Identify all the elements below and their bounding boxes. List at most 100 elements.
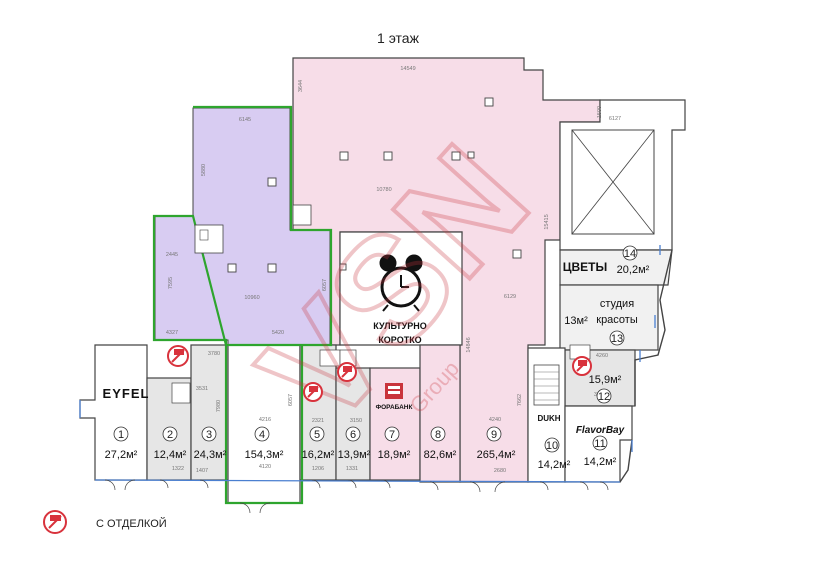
- svg-text:3780: 3780: [208, 351, 220, 357]
- unit-label-11: 11 14,2м²: [584, 435, 617, 468]
- svg-text:5880: 5880: [201, 164, 207, 176]
- brand-tsvety: ЦВЕТЫ: [563, 260, 608, 274]
- svg-text:15415: 15415: [544, 214, 550, 229]
- svg-text:10: 10: [546, 440, 558, 452]
- unit-6-area[interactable]: [335, 367, 371, 481]
- svg-text:11: 11: [594, 438, 605, 450]
- svg-text:2: 2: [167, 429, 173, 441]
- svg-text:5: 5: [314, 429, 320, 441]
- svg-text:1407: 1407: [196, 468, 208, 474]
- svg-text:6057: 6057: [288, 394, 294, 406]
- svg-text:4120: 4120: [259, 464, 271, 470]
- svg-text:14,2м²: 14,2м²: [584, 456, 617, 468]
- unit-8-area[interactable]: [419, 344, 461, 483]
- east-wall: [634, 249, 673, 406]
- columns: [227, 97, 522, 273]
- svg-text:4327: 4327: [166, 330, 178, 336]
- east-wall-lower: [619, 439, 633, 483]
- svg-text:6127: 6127: [609, 116, 621, 122]
- svg-text:3: 3: [206, 429, 212, 441]
- svg-text:16,2м²: 16,2м²: [302, 449, 335, 461]
- svg-text:6145: 6145: [239, 117, 251, 123]
- unit-label-8: 8 82,6м²: [424, 426, 457, 461]
- svg-text:10960: 10960: [244, 295, 259, 301]
- unit-3-area[interactable]: [190, 344, 229, 481]
- brand-forabank-logo: [385, 383, 403, 399]
- legend-label: С ОТДЕЛКОЙ: [96, 517, 167, 530]
- svg-text:82,6м²: 82,6м²: [424, 449, 457, 461]
- svg-text:18,9м²: 18,9м²: [378, 449, 411, 461]
- svg-text:1206: 1206: [312, 466, 324, 472]
- svg-text:3531: 3531: [196, 386, 208, 392]
- wc-unit-4: [194, 204, 312, 254]
- unit-label-14: 14 20,2м²: [617, 245, 650, 276]
- kulturno-line2: КОРОТКО: [378, 335, 421, 345]
- unit-label-1: 1 27,2м²: [105, 426, 138, 461]
- svg-text:14846: 14846: [466, 337, 472, 352]
- unit-8-white-block: [339, 231, 463, 346]
- svg-text:2680: 2680: [494, 468, 506, 474]
- elevator-shaft: [571, 129, 655, 235]
- unit-label-7: 7 18,9м²: [378, 426, 411, 461]
- svg-text:1: 1: [118, 429, 124, 441]
- unit-13-area[interactable]: [559, 284, 659, 351]
- svg-text:6129: 6129: [504, 294, 516, 300]
- svg-text:1322: 1322: [172, 466, 184, 472]
- svg-text:10780: 10780: [376, 187, 391, 193]
- svg-text:7662: 7662: [517, 394, 523, 406]
- svg-text:1500: 1500: [597, 106, 603, 118]
- unit-label-12: 12 15,9м²: [589, 374, 622, 404]
- wc-units-bottom: [171, 344, 591, 404]
- kulturno-line1: КУЛЬТУРНО: [373, 321, 426, 331]
- svg-text:1331: 1331: [346, 466, 358, 472]
- svg-text:13м²: 13м²: [564, 315, 588, 327]
- svg-text:24,3м²: 24,3м²: [194, 449, 227, 461]
- svg-text:4260: 4260: [596, 353, 608, 359]
- unit-label-5: 5 16,2м²: [302, 426, 335, 461]
- svg-text:12,4м²: 12,4м²: [154, 449, 187, 461]
- finish-badge-3: [167, 345, 189, 367]
- finish-badge-5: [303, 382, 323, 402]
- door-swings: [104, 479, 609, 514]
- unit-label-4: 4 154,3м²: [245, 426, 284, 461]
- unit-label-6: 6 13,9м²: [338, 426, 371, 461]
- svg-text:7595: 7595: [168, 277, 174, 289]
- svg-text:20,2м²: 20,2м²: [617, 264, 650, 276]
- brand-flavorbay: FlavorBay: [576, 425, 625, 436]
- svg-text:15,9м²: 15,9м²: [589, 374, 622, 386]
- svg-text:27,2м²: 27,2м²: [105, 449, 138, 461]
- svg-text:12: 12: [598, 391, 610, 403]
- svg-text:8: 8: [435, 429, 441, 441]
- facade-windows: [79, 245, 661, 483]
- unit-labels: 1 27,2м² 2 12,4м² 3 24,3м² 4 154,3м² 5 16,2м²…: [105, 245, 650, 471]
- svg-text:14549: 14549: [400, 66, 415, 72]
- finish-badge-12: [572, 356, 592, 376]
- svg-text:13: 13: [611, 333, 623, 345]
- brand-eyfel: EYFEL: [103, 386, 150, 401]
- svg-text:6057: 6057: [322, 279, 328, 291]
- svg-text:13,9м²: 13,9м²: [338, 449, 371, 461]
- svg-text:2445: 2445: [166, 252, 178, 258]
- dimension-labels: 14549 3644 6145 5880 10780 6127 1500 244…: [166, 66, 621, 474]
- stairs-10: [533, 364, 560, 406]
- brand-dukh: DUKH: [537, 414, 560, 423]
- svg-text:7: 7: [389, 429, 395, 441]
- svg-text:154,3м²: 154,3м²: [245, 449, 284, 461]
- alarm-clock-logo: [379, 254, 423, 312]
- finish-badge-6: [337, 362, 357, 382]
- brand-studio-line1: студия: [600, 298, 634, 310]
- svg-text:6: 6: [350, 429, 356, 441]
- brand-studio-line2: красоты: [596, 314, 638, 326]
- legend: С ОТДЕЛКОЙ: [43, 510, 167, 534]
- unit-label-13: 13 13м²: [564, 315, 625, 346]
- svg-text:5420: 5420: [272, 330, 284, 336]
- svg-text:4: 4: [259, 429, 265, 441]
- svg-text:3150: 3150: [350, 418, 362, 424]
- unit-label-3: 3 24,3м²: [194, 426, 227, 461]
- svg-text:9: 9: [491, 429, 497, 441]
- svg-text:14: 14: [624, 248, 636, 260]
- floor-title: 1 этаж: [377, 30, 420, 46]
- svg-text:4240: 4240: [489, 417, 501, 423]
